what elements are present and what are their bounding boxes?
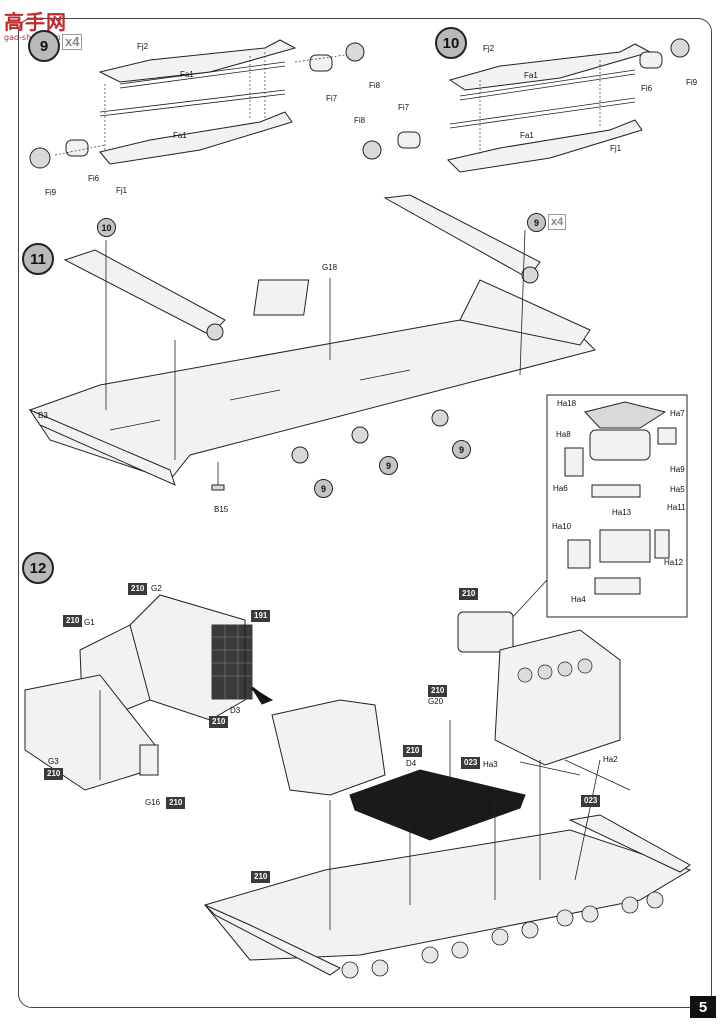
callout-number: 9 (385, 460, 391, 471)
part-label: Ha9 (670, 465, 685, 474)
step-12-number: 12 (29, 559, 47, 577)
callout-number: 9 (320, 483, 326, 494)
paint-code: 210 (44, 768, 64, 780)
part-label: Ha13 (612, 508, 632, 517)
step12-drawing (24, 594, 692, 979)
part-label: Fj1 (116, 186, 128, 195)
step-10-marker: 10 (435, 27, 467, 59)
part-label: Fa1 (520, 131, 534, 140)
step-11-marker: 11 (22, 243, 54, 275)
part-label: Fj2 (483, 44, 495, 53)
part-label: G3 (48, 757, 59, 766)
callout-step-9: 9 (452, 440, 471, 459)
part-label: Fi6 (641, 84, 653, 93)
part-label: Ha6 (553, 484, 568, 493)
part-label: Fi8 (354, 116, 366, 125)
part-label: Ha10 (552, 522, 572, 531)
paint-code: 210 (63, 615, 83, 627)
part-label: Fa1 (173, 131, 187, 140)
part-label: G1 (84, 618, 95, 627)
part-label: Fi6 (88, 174, 100, 183)
paint-code: 210 (209, 716, 229, 728)
part-label: Ha7 (670, 409, 685, 418)
step-9-marker: 9 (28, 30, 60, 62)
callout-number: 9 (533, 217, 539, 228)
part-label: Fi9 (45, 188, 57, 197)
part-label: G2 (151, 584, 162, 593)
paint-code: 210 (128, 583, 148, 595)
page-border (18, 18, 712, 1008)
step-9-number: 9 (39, 37, 49, 55)
paint-code: 210 (251, 871, 271, 883)
part-label: Fj1 (610, 144, 622, 153)
part-label: Ha11 (667, 503, 686, 512)
part-label: Fj2 (137, 42, 149, 51)
callout-step-9: 9 (314, 479, 333, 498)
part-label: Fi9 (686, 78, 698, 87)
part-label: B3 (38, 411, 48, 420)
paint-code: 210 (166, 797, 186, 809)
callout-step-9: 9 (379, 456, 398, 475)
part-label: Ha8 (556, 430, 571, 439)
paint-code: 023 (581, 795, 601, 807)
part-label: Ha12 (664, 558, 684, 567)
step-11-number: 11 (30, 250, 46, 268)
step9-drawing (29, 39, 365, 169)
step11-drawing (28, 194, 688, 621)
part-label: B15 (214, 505, 229, 514)
callout-step-9: 9 (527, 213, 546, 232)
part-label: Ha4 (571, 595, 586, 604)
step-10-number: 10 (442, 34, 460, 52)
callout-step-10: 10 (97, 218, 116, 237)
part-label: Fa1 (524, 71, 538, 80)
paint-code: 210 (428, 685, 448, 697)
part-label: G18 (322, 263, 338, 272)
callout-number: 9 (458, 444, 464, 455)
part-label: Ha18 (557, 399, 577, 408)
step-11-multiplier: x4 (548, 214, 567, 230)
callout-number: 10 (101, 222, 112, 233)
paint-code: 191 (251, 610, 271, 622)
part-label: D4 (406, 759, 417, 768)
part-label: Ha5 (670, 485, 685, 494)
part-label: Fi8 (369, 81, 381, 90)
watermark-title: 高手网 (4, 10, 67, 34)
page-number: 5 (690, 996, 716, 1018)
part-label: Fa1 (180, 70, 194, 79)
part-label: G16 (145, 798, 161, 807)
part-label: D3 (230, 706, 241, 715)
part-label: G20 (428, 697, 444, 706)
paint-code: 023 (461, 757, 481, 769)
part-label: Fi7 (326, 94, 338, 103)
step10-drawing (362, 38, 690, 173)
part-label: Ha3 (483, 760, 498, 769)
step-12-marker: 12 (22, 552, 54, 584)
paint-code: 210 (459, 588, 479, 600)
paint-code: 210 (403, 745, 423, 757)
step-9-multiplier: x4 (62, 34, 83, 50)
part-label: Ha2 (603, 755, 618, 764)
part-label: Fi7 (398, 103, 410, 112)
